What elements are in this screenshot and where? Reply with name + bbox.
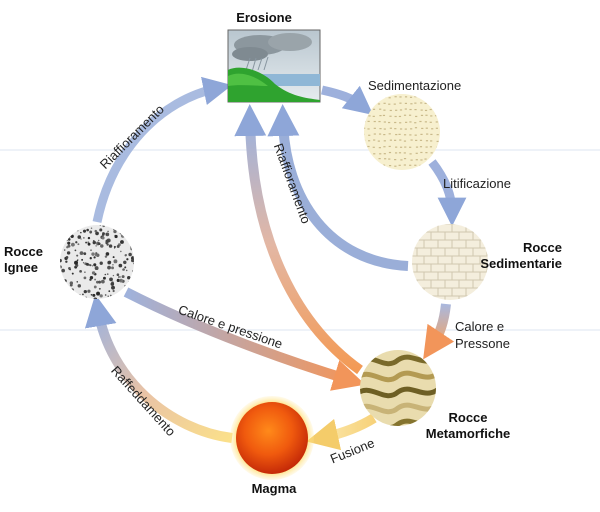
arrow-magma-to-igneous: [84, 294, 233, 443]
metamorphic-title-line1: Rocce: [448, 410, 487, 425]
uplift-igneous-label: Riaffioramento: [97, 102, 167, 172]
sedimentary-rock-image: [412, 224, 488, 300]
metamorphic-title-line2: Metamorfiche: [426, 426, 511, 441]
arrow-igneous-to-erosion: [92, 76, 233, 223]
cooling-label: Raffeddamento: [108, 363, 178, 439]
erosion-title: Erosione: [236, 10, 292, 25]
arrow-sedimentary-to-metamorphic: [423, 303, 455, 360]
magma-image: [230, 396, 314, 480]
uplift-center-label: Riaffioramento: [271, 141, 314, 225]
arrow-sedimentation-to-sedimentary: [428, 159, 467, 227]
sedimentation-label: Sedimentazione: [368, 78, 461, 93]
igneous-rock-image: [60, 225, 134, 299]
igneous-title-line1: Rocce: [4, 244, 43, 259]
heat-pressure-sed-line2: Pressone: [455, 336, 510, 351]
sedimentary-title-line2: Sedimentarie: [480, 256, 562, 271]
heat-pressure-sed-line1: Calore e: [455, 319, 504, 334]
magma-title: Magma: [252, 481, 298, 496]
arrow-metamorphic-to-erosion: [234, 104, 363, 375]
lithification-label: Litificazione: [443, 176, 511, 191]
melting-label: Fusione: [328, 435, 377, 466]
sedimentary-title-line1: Rocce: [523, 240, 562, 255]
arrow-igneous-to-metamorphic: [123, 287, 366, 391]
arrow-erosion-to-sedimentation: [321, 85, 374, 115]
sedimentation-image: [364, 94, 440, 170]
igneous-title-line2: Ignee: [4, 260, 38, 275]
arrow-sedimentary-to-erosion: [267, 104, 409, 271]
erosion-landscape-image: [227, 29, 321, 103]
arrow-metamorphic-to-magma: [306, 413, 377, 451]
